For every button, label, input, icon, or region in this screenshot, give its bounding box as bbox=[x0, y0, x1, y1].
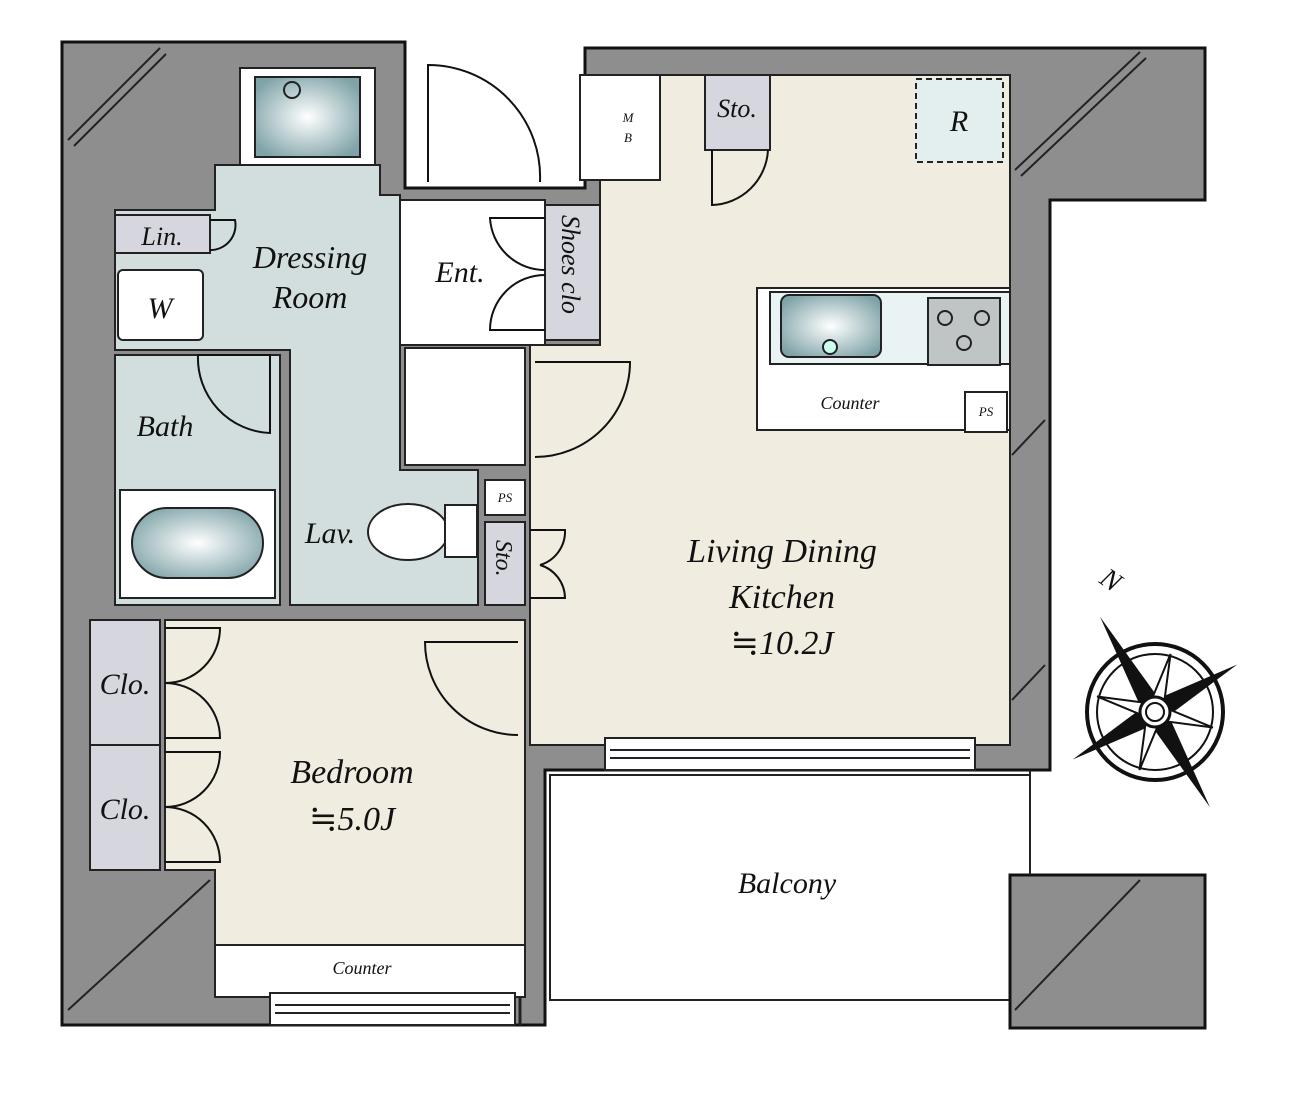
balcony-label: Balcony bbox=[738, 867, 837, 900]
stove-icon bbox=[927, 297, 1001, 366]
pipe-space-kitchen-label: PS bbox=[978, 404, 994, 419]
refrigerator-space bbox=[915, 78, 1004, 163]
storage-door[interactable] bbox=[711, 149, 769, 207]
ldk-window bbox=[604, 737, 976, 771]
balcony-area bbox=[549, 774, 1031, 1001]
bath-door[interactable] bbox=[196, 354, 271, 435]
meter-box bbox=[579, 74, 661, 181]
ldk-label-2: Kitchen bbox=[728, 579, 835, 616]
closet-2-label: Clo. bbox=[100, 793, 151, 826]
linen-label: Lin. bbox=[140, 222, 182, 251]
closet-1-label: Clo. bbox=[100, 668, 151, 701]
pipe-space-hall bbox=[484, 479, 526, 516]
meter-box-label-b: B bbox=[624, 130, 632, 145]
bedroom-counter-label: Counter bbox=[332, 958, 392, 978]
dressing-room bbox=[114, 164, 479, 606]
refrigerator-label: R bbox=[949, 105, 968, 138]
ldk-label: Living Dining bbox=[686, 533, 877, 570]
closet-2 bbox=[89, 744, 161, 871]
entrance-label: Ent. bbox=[434, 256, 484, 289]
balcony-wall-block bbox=[1008, 873, 1207, 1030]
kitchen-counter-label: Counter bbox=[820, 393, 880, 413]
bath-label: Bath bbox=[137, 410, 194, 443]
toilet-icon bbox=[367, 503, 449, 561]
bedroom-label: Bedroom bbox=[290, 754, 413, 791]
compass-north-label: N bbox=[1093, 562, 1128, 599]
shoes-closet-doors[interactable] bbox=[488, 217, 546, 331]
bedroom-window bbox=[269, 992, 516, 1026]
closet-2-doors[interactable] bbox=[164, 751, 222, 863]
bedroom-area: ≒5.0J bbox=[309, 801, 397, 838]
dressing-room-label: Dressing bbox=[252, 239, 367, 275]
closet-1-doors[interactable] bbox=[164, 627, 222, 739]
closet-1 bbox=[89, 619, 161, 746]
wall-hatching bbox=[67, 47, 1147, 1011]
bedroom-door[interactable] bbox=[423, 641, 519, 736]
storage-hall-doors[interactable] bbox=[530, 529, 567, 599]
ldk-area: ≒10.2J bbox=[730, 625, 835, 662]
entrance bbox=[399, 199, 546, 346]
ldk-door[interactable] bbox=[534, 361, 632, 458]
washer-space bbox=[117, 269, 204, 341]
front-door[interactable] bbox=[427, 63, 542, 183]
compass-icon bbox=[1072, 616, 1238, 808]
shower-tray-icon bbox=[254, 76, 361, 158]
meter-box-label-m: M bbox=[622, 110, 635, 125]
linen-door[interactable] bbox=[209, 219, 237, 252]
bedroom-counter bbox=[214, 944, 526, 998]
shoes-closet bbox=[544, 204, 601, 341]
pipe-space-hall-label: PS bbox=[497, 490, 513, 505]
lavatory-label: Lav. bbox=[304, 517, 355, 550]
linen-closet bbox=[114, 214, 211, 254]
sink-icon bbox=[780, 294, 882, 358]
washer-label: W bbox=[148, 292, 176, 325]
pipe-space-kitchen bbox=[964, 391, 1008, 433]
storage-top bbox=[704, 74, 771, 151]
hallway bbox=[404, 347, 526, 466]
storage-top-label: Sto. bbox=[717, 94, 757, 123]
shoes-closet-label: Shoes clo bbox=[556, 215, 585, 314]
storage-hall-label: Sto. bbox=[490, 540, 516, 577]
dressing-room-label-2: Room bbox=[272, 279, 348, 315]
storage-hall bbox=[484, 521, 526, 606]
